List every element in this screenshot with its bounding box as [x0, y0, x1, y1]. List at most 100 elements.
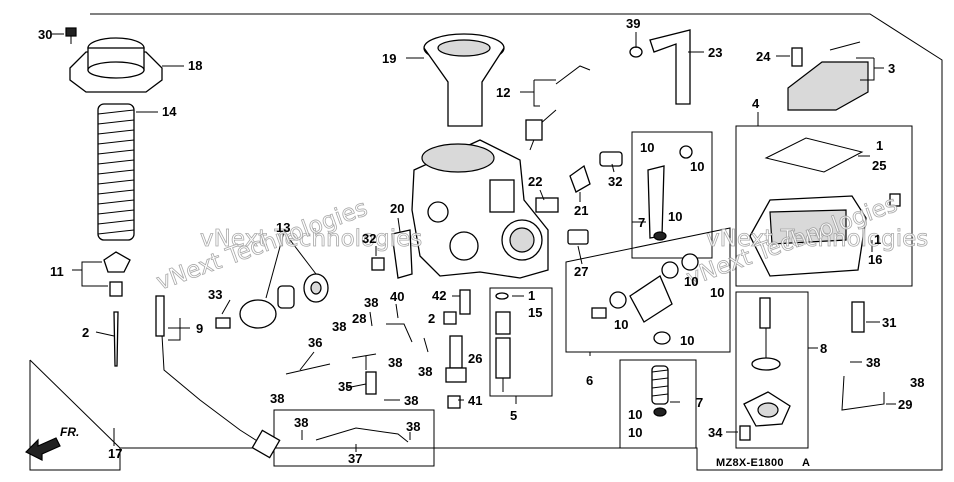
callout: 1 [528, 288, 535, 303]
callout: 23 [708, 45, 722, 60]
callout: 25 [872, 158, 886, 173]
part-41-main-jet [447, 395, 461, 409]
part-42-screw [459, 289, 471, 315]
callout: 9 [196, 321, 203, 336]
part-30-screw [65, 27, 77, 44]
callout: 29 [898, 397, 912, 412]
part-20-bracket [391, 229, 413, 279]
callout: 34 [708, 425, 723, 440]
callout: 24 [756, 49, 771, 64]
part-37-hose [315, 427, 409, 443]
callout: 4 [752, 96, 760, 111]
callout: 10 [628, 425, 642, 440]
callout: 21 [574, 203, 588, 218]
front-direction-indicator: FR. [24, 425, 79, 461]
watermark-text-3: vNext Technologies [706, 226, 928, 252]
callout: 38 [388, 355, 402, 370]
part-18-top-cap [69, 37, 163, 93]
callout: 13 [276, 220, 290, 235]
callout: 20 [390, 201, 404, 216]
leader-lines [52, 32, 896, 452]
part-13-accelerator-pump [239, 273, 329, 329]
callout: 5 [510, 408, 517, 423]
front-arrow-icon [24, 437, 61, 461]
callout: 3 [888, 61, 895, 76]
part-2-jet-needle [113, 311, 119, 367]
callout-labels: 30 18 14 11 2 9 17 19 12 39 23 24 3 4 1 … [38, 16, 924, 466]
callout: 38 [866, 355, 880, 370]
diagram-code: MZ8X-E1800 [716, 457, 784, 469]
callout: 27 [574, 264, 588, 279]
watermark-text-1: vNext Technologies [200, 226, 422, 252]
part-5-jet-assembly [495, 292, 511, 392]
callout: 38 [332, 319, 346, 334]
group-box-5 [489, 287, 553, 397]
callout: 38 [364, 295, 378, 310]
part-35-tube [365, 371, 377, 395]
callout: 40 [390, 289, 404, 304]
diagram-code-label: MZ8X-E1800 A [716, 457, 810, 469]
callout: 11 [50, 264, 64, 279]
callout: 37 [348, 451, 362, 466]
callout: 10 [614, 317, 628, 332]
part-39-clip [629, 46, 643, 58]
callout: 38 [406, 419, 420, 434]
callout: 18 [188, 58, 202, 73]
part-40-hose [386, 323, 413, 343]
callout: 32 [608, 174, 622, 189]
callout: 30 [38, 27, 52, 42]
part-33-screw [215, 317, 231, 329]
part-17-throttle-cable [155, 295, 281, 459]
part-32-screw [371, 257, 385, 271]
callout: 38 [418, 364, 432, 379]
callout: 42 [432, 288, 446, 303]
callout: 31 [882, 315, 896, 330]
callout: 36 [308, 335, 322, 350]
callout: 1 [874, 232, 881, 247]
part-24-float-valve [791, 47, 803, 67]
callout: 10 [690, 159, 704, 174]
callout: 38 [294, 415, 308, 430]
part-7-linkage [647, 145, 693, 241]
callout: 41 [468, 393, 482, 408]
callout: 17 [108, 446, 122, 461]
callout: 2 [428, 311, 435, 326]
part-27-screw [567, 229, 589, 245]
callout: 39 [626, 16, 640, 31]
part-26-jet [445, 335, 467, 383]
callout: 22 [528, 174, 542, 189]
part-8-cutoff-valve [743, 297, 791, 427]
callout: 16 [868, 252, 882, 267]
callout: 28 [352, 311, 366, 326]
part-23-hose [649, 29, 691, 105]
part-12-breather-hose [525, 65, 591, 151]
callout: 38 [270, 391, 284, 406]
callout: 6 [586, 373, 593, 388]
carburetor-body [411, 139, 549, 279]
callout: 35 [338, 379, 352, 394]
part-25-gasket [764, 137, 864, 173]
callout: 15 [528, 305, 542, 320]
callout: 10 [710, 285, 724, 300]
callout: 2 [82, 325, 89, 340]
callout: 10 [668, 209, 682, 224]
callout: 33 [208, 287, 222, 302]
callout: 10 [640, 140, 654, 155]
callout: 32 [362, 231, 376, 246]
group-box-8 [735, 291, 809, 449]
part-2-slow-jet [443, 311, 457, 325]
callout: 38 [404, 393, 418, 408]
part-31-bolt [851, 301, 865, 333]
callout: 14 [162, 104, 177, 119]
diagram-revision: A [802, 457, 810, 469]
callout: 26 [468, 351, 482, 366]
callout: 7 [696, 395, 703, 410]
part-7-spring [651, 365, 669, 417]
part-6-linkage [591, 253, 699, 345]
part-28-tube [351, 353, 377, 370]
part-3-float [787, 41, 869, 111]
part-32-screw-2 [599, 151, 623, 167]
part-19-vacuum-piston [423, 33, 505, 127]
callout: 10 [628, 407, 642, 422]
